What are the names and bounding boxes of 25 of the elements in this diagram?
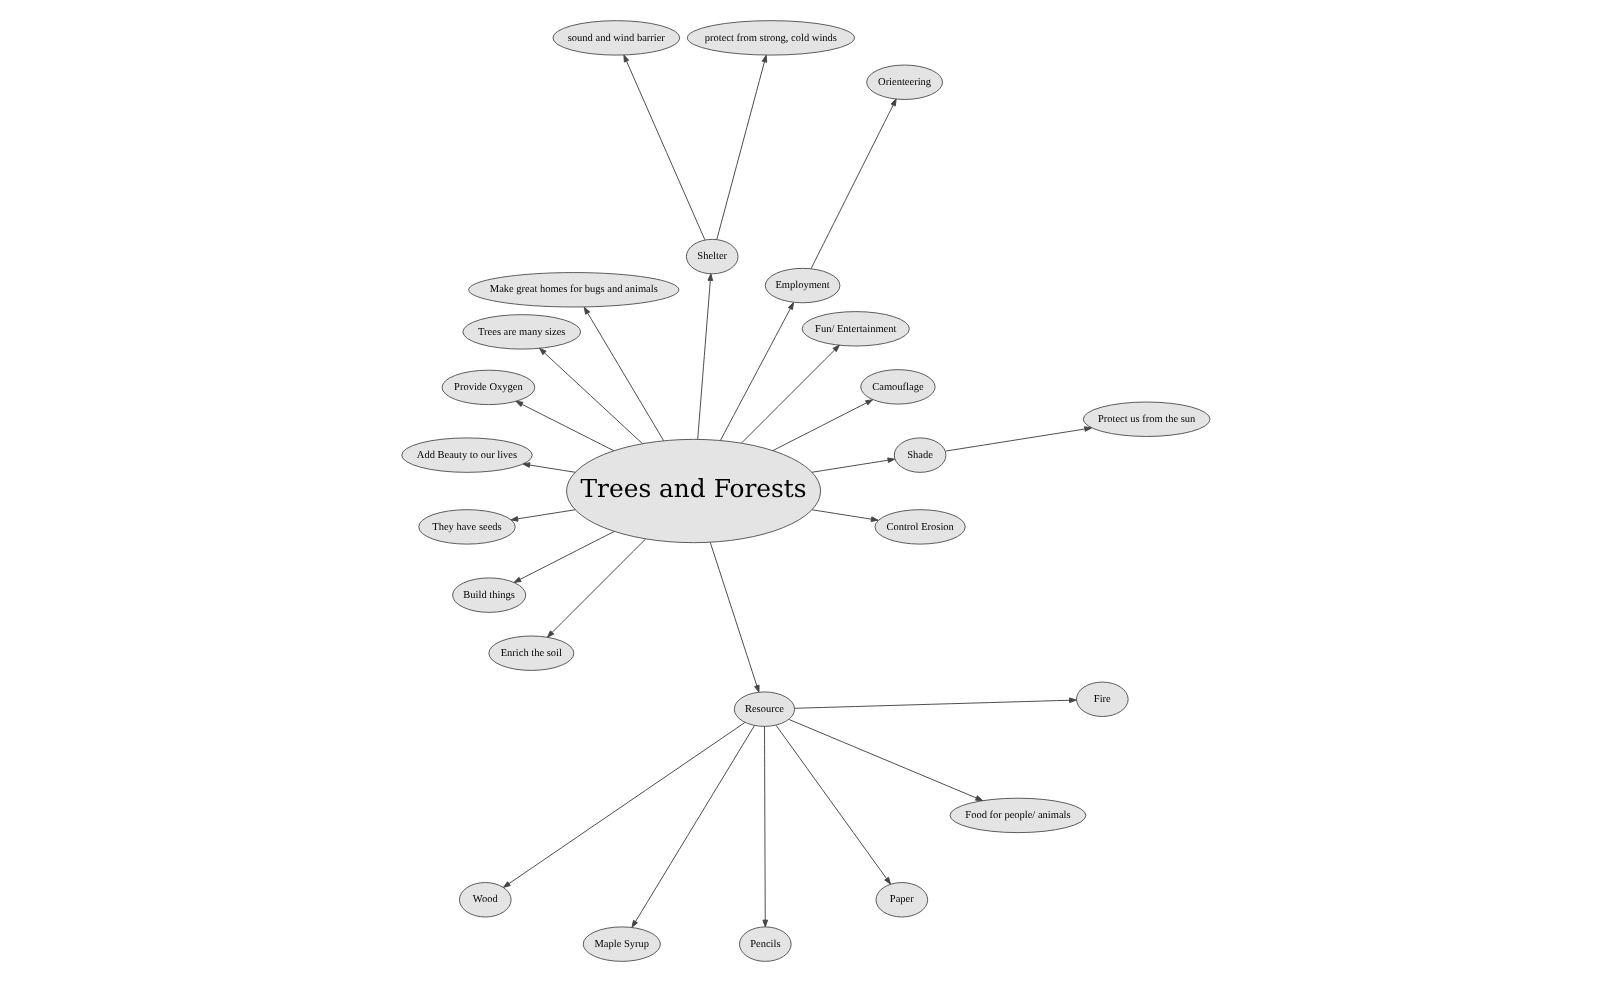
node-ellipse: Trees and Forests bbox=[566, 438, 822, 544]
arrow bbox=[719, 302, 795, 441]
arrow bbox=[623, 54, 706, 241]
arrow bbox=[811, 457, 896, 473]
arrow bbox=[945, 426, 1092, 452]
arrow bbox=[513, 530, 615, 583]
arrow bbox=[583, 306, 665, 442]
arrow bbox=[510, 509, 576, 522]
arrow bbox=[631, 725, 755, 928]
arrow bbox=[741, 344, 840, 444]
arrow bbox=[772, 399, 874, 452]
arrow bbox=[502, 722, 746, 888]
arrow bbox=[794, 697, 1077, 709]
arrow bbox=[716, 54, 768, 240]
arrow bbox=[788, 719, 984, 802]
arrow bbox=[762, 725, 769, 928]
arrow bbox=[811, 509, 879, 522]
arrow bbox=[810, 98, 897, 270]
arrow bbox=[522, 462, 576, 473]
arrow bbox=[697, 273, 714, 440]
arrow bbox=[709, 541, 760, 693]
arrow bbox=[515, 400, 615, 452]
arrow bbox=[539, 347, 643, 445]
arrow bbox=[546, 538, 646, 638]
arrow bbox=[775, 724, 891, 885]
